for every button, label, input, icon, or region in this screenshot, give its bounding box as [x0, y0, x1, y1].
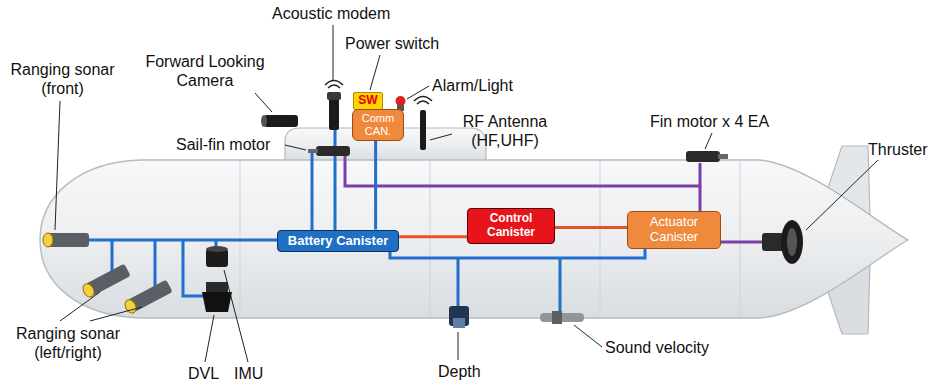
signal-wire — [85, 128, 645, 314]
part-label: Ranging sonar (front) — [5, 60, 120, 98]
control-canister-box: Control Canister — [467, 208, 555, 244]
fin-motor — [686, 151, 728, 162]
box-label: Battery Canister — [288, 234, 388, 249]
wire-connector — [399, 235, 467, 238]
part-label: DVL — [188, 364, 219, 383]
part-label: Alarm/Light — [432, 76, 513, 95]
part-label: Depth — [438, 362, 481, 381]
rf-antenna — [414, 97, 432, 151]
part-label: Forward Looking Camera — [140, 52, 270, 90]
depth-sensor — [449, 306, 469, 328]
wire-connector — [555, 226, 627, 229]
part-label: Power switch — [345, 34, 439, 53]
box-label: Control Canister — [476, 212, 546, 240]
comm-canister-box: Comm CAN. — [352, 109, 404, 140]
part-label: IMU — [234, 364, 263, 383]
dvl-sensor — [202, 282, 232, 312]
part-label: RF Antenna (HF,UHF) — [455, 112, 555, 150]
box-label: SW — [358, 94, 377, 108]
section-line — [240, 161, 740, 317]
part-label: Fin motor x 4 EA — [650, 112, 769, 131]
acoustic-modem — [325, 81, 343, 131]
switch-box: SW — [353, 92, 382, 110]
sonar-sensor — [123, 279, 173, 314]
part-label: Acoustic modem — [272, 4, 390, 23]
sound-velocity-sensor — [540, 311, 584, 324]
box-label: Comm CAN. — [356, 112, 400, 137]
wire-connector — [374, 141, 377, 230]
leader-line — [55, 25, 878, 362]
part-label: Ranging sonar (left/right) — [8, 324, 128, 362]
camera — [261, 115, 298, 127]
hull — [40, 160, 908, 318]
actuator-canister-box: Actuator Canister — [627, 211, 721, 249]
part-label: Sound velocity — [605, 338, 709, 357]
imu-sensor — [206, 246, 228, 267]
sail-fin-motor — [308, 146, 350, 156]
thruster — [762, 220, 803, 264]
sonar-sensor — [43, 233, 89, 247]
box-label: Actuator Canister — [636, 215, 712, 245]
sonar-sensor — [81, 263, 131, 298]
part-label: Sail-fin motor — [176, 135, 270, 154]
part-label: Thruster — [868, 140, 928, 159]
battery-canister-box: Battery Canister — [277, 230, 399, 253]
